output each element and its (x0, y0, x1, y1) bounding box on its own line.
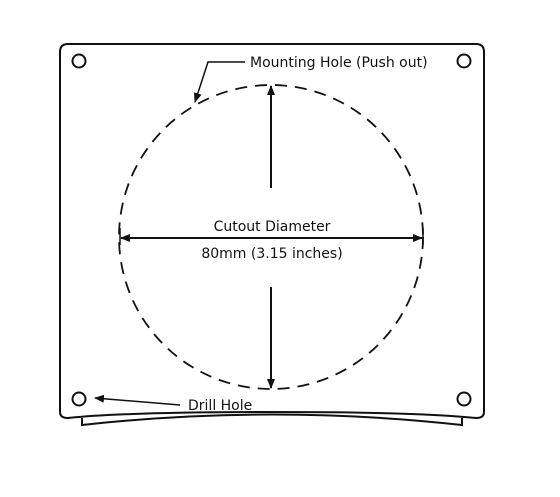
mounting-hole-leader (193, 61, 245, 103)
mounting-hole-top-left (71, 53, 87, 69)
mounting-hole-label: Mounting Hole (Push out) (250, 55, 428, 71)
cutout-diameter-value: 80mm (3.15 inches) (201, 246, 342, 262)
drill-hole-leader (94, 394, 181, 406)
drill-hole-label: Drill Hole (188, 398, 252, 414)
cutout-diameter-title: Cutout Diameter (214, 219, 331, 235)
drill-hole-bottom-right (456, 391, 472, 407)
bottom-curve (81, 413, 463, 427)
mounting-hole-top-right (456, 53, 472, 69)
plate-outline (59, 43, 485, 419)
drill-hole-bottom-left (71, 391, 87, 407)
